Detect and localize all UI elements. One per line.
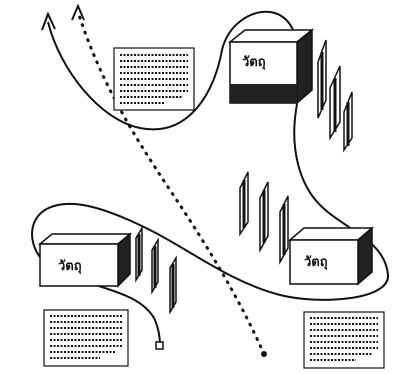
dotted-start-dot — [261, 351, 267, 357]
solid-arrow-head — [41, 11, 56, 31]
object-box-bottom-right: วัตถุ — [287, 226, 375, 286]
dotted-flow-line — [76, 10, 266, 356]
solid-flow-curve — [31, 10, 390, 347]
panel-stack-middle — [239, 171, 289, 265]
text-block-bottom-left — [43, 309, 129, 367]
panel-stack-top-right — [317, 39, 353, 153]
object-label-bottom-left: วัตถุ — [58, 259, 82, 274]
dotted-arrow-head — [71, 3, 85, 21]
text-block-top-left — [113, 47, 195, 111]
object-box-top-right: วัตถุ — [227, 28, 315, 105]
object-box-bottom-left: วัตถุ — [37, 232, 133, 288]
object-label-bottom-right: วัตถุ — [304, 255, 328, 270]
object-label-top-right: วัตถุ — [242, 55, 266, 70]
panel-stack-bottom-left — [135, 225, 177, 315]
end-marker-square — [155, 341, 164, 350]
text-block-bottom-right — [303, 311, 385, 369]
